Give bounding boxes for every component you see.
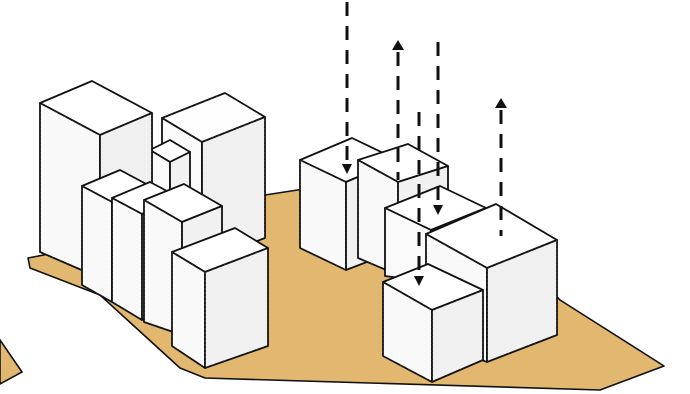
- arrow-down-icon: [414, 112, 424, 286]
- arrow-down-icon: [342, 2, 352, 174]
- block-left-front-cube: [171, 227, 269, 369]
- arrow-down-icon: [433, 42, 443, 215]
- ground-plane-fragment: [0, 338, 24, 385]
- arrow-up-icon: [495, 98, 507, 236]
- arrow-up-icon: [392, 40, 404, 180]
- block-right-front-cube: [382, 263, 484, 383]
